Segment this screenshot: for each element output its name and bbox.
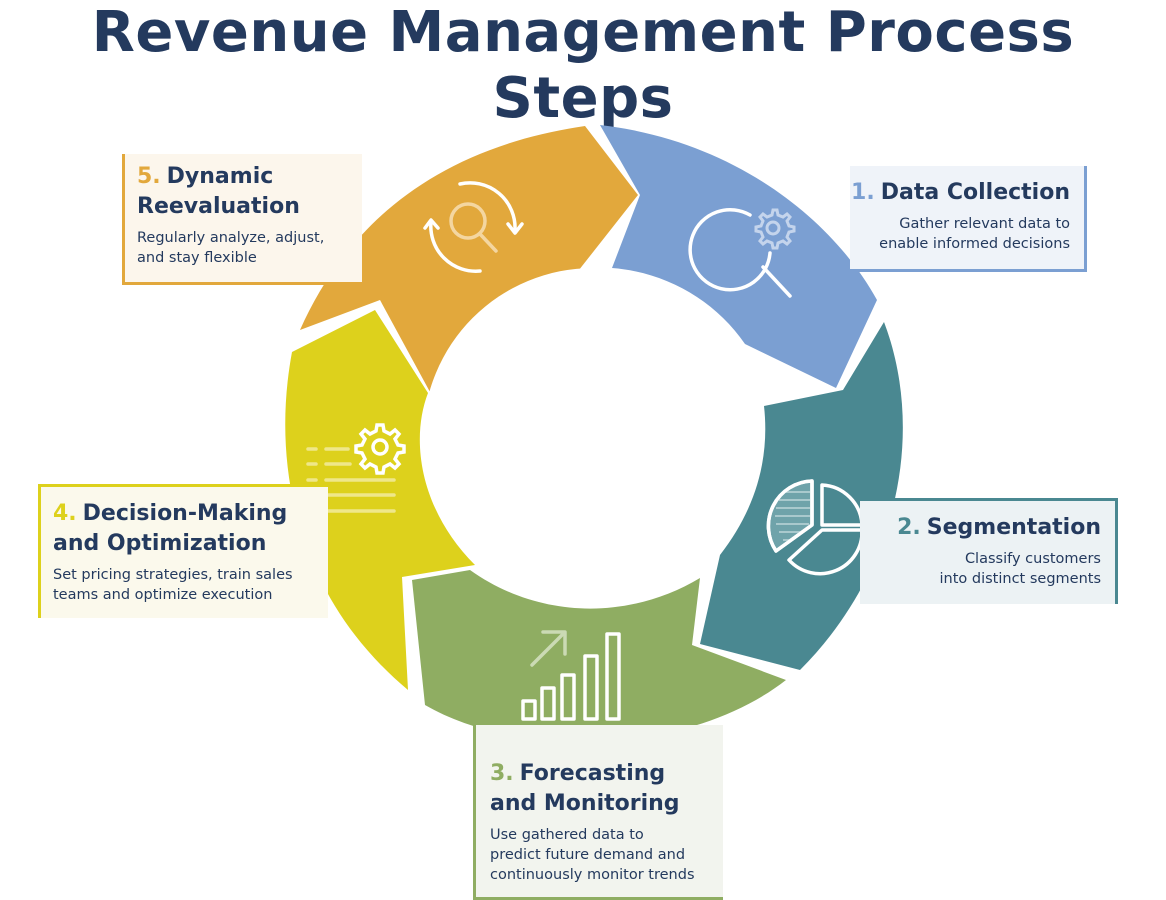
step-heading: 4.Decision-Making and Optimization: [53, 499, 328, 559]
segment-5-dynamic-reevaluation: [300, 126, 638, 392]
step-description: Set pricing strategies, train sales team…: [53, 565, 328, 605]
step-card-1: 1.Data Collection Gather relevant data t…: [850, 166, 1087, 272]
step-title: Segmentation: [926, 515, 1101, 540]
step-number: 5.: [137, 164, 161, 189]
description-line: teams and optimize execution: [53, 587, 273, 603]
search-gear-icon: [688, 207, 796, 298]
step-card-5: 5.Dynamic Reevaluation Regularly analyze…: [122, 154, 362, 285]
refresh-search-icon: [423, 181, 524, 273]
step-number: 4.: [53, 501, 77, 526]
step-card-2: 2.Segmentation Classify customers into d…: [860, 498, 1118, 604]
step-card-3: 3.Forecasting and Monitoring Use gathere…: [473, 725, 723, 900]
description-line: Use gathered data to: [490, 827, 644, 843]
step-title-line: and Monitoring: [490, 791, 680, 816]
step-heading: 3.Forecasting and Monitoring: [490, 759, 723, 819]
segment-4-decision-making: [285, 310, 475, 690]
page-title: Revenue Management Process Steps: [91, 0, 1075, 131]
step-heading: 2.Segmentation: [860, 513, 1101, 543]
step-description: Gather relevant data to enable informed …: [850, 214, 1070, 254]
step-title-line: Dynamic: [166, 164, 274, 189]
description-line: into distinct segments: [939, 571, 1102, 587]
step-title-line: and Optimization: [53, 531, 267, 556]
step-number: 2.: [897, 515, 921, 540]
description-line: Classify customers: [964, 551, 1101, 567]
segment-3-forecasting: [412, 570, 786, 742]
description-line: Set pricing strategies, train sales: [53, 567, 293, 583]
description-line: enable informed decisions: [879, 236, 1070, 252]
step-description: Regularly analyze, adjust, and stay flex…: [137, 228, 362, 268]
step-card-4: 4.Decision-Making and Optimization Set p…: [38, 484, 328, 618]
step-number: 1.: [851, 180, 875, 205]
description-line: continuously monitor trends: [490, 867, 695, 883]
bar-chart-growth-icon: [521, 630, 621, 721]
ring-center: [423, 268, 763, 608]
step-number: 3.: [490, 761, 514, 786]
step-title-line: Reevaluation: [137, 194, 300, 219]
description-line: Gather relevant data to: [899, 216, 1070, 232]
step-heading: 1.Data Collection: [850, 178, 1070, 208]
step-title: Data Collection: [880, 180, 1070, 205]
segment-1-data-collection: [600, 125, 877, 388]
step-heading: 5.Dynamic Reevaluation: [137, 162, 362, 222]
description-line: Regularly analyze, adjust,: [137, 230, 325, 246]
step-title-line: Forecasting: [519, 761, 666, 786]
description-line: and stay flexible: [137, 250, 257, 266]
step-title-line: Decision-Making: [82, 501, 288, 526]
description-line: predict future demand and: [490, 847, 686, 863]
step-description: Classify customers into distinct segment…: [860, 549, 1102, 589]
step-description: Use gathered data to predict future dema…: [490, 825, 723, 885]
